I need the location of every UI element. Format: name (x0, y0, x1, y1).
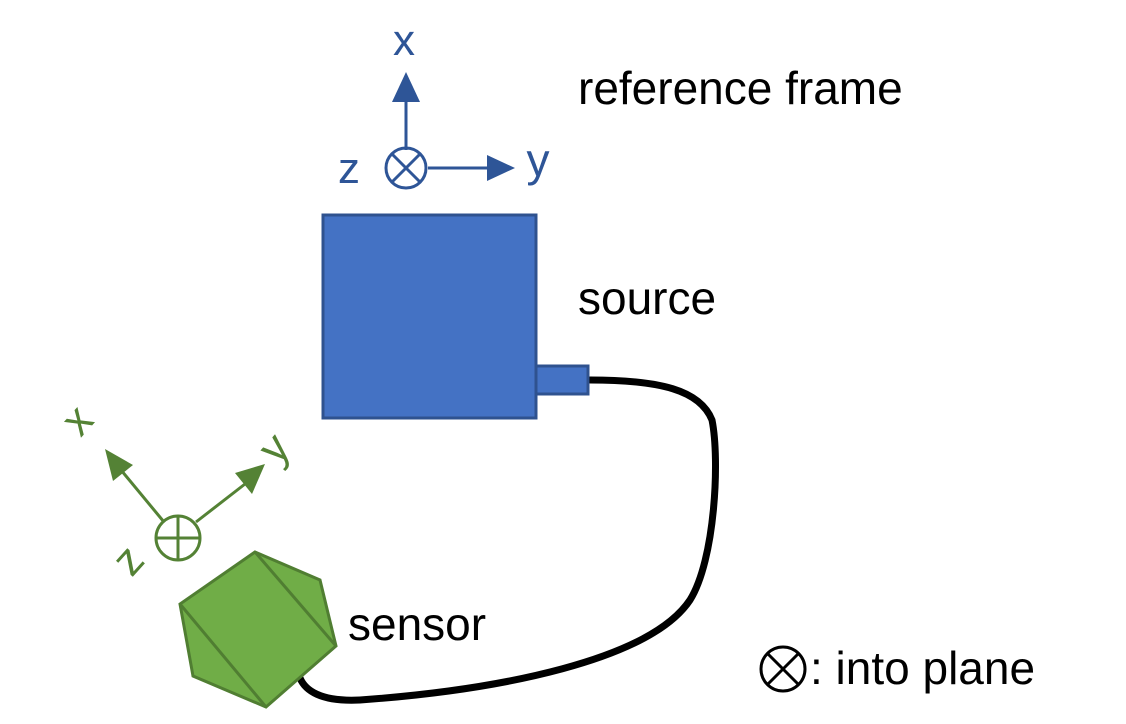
source-label: source (578, 272, 716, 324)
sensor-body (178, 550, 338, 709)
reference-z-into-plane-icon (384, 146, 428, 190)
reference-x-label: x (393, 16, 415, 65)
sensor-label: sensor (348, 598, 486, 650)
source-box (321, 213, 538, 420)
reference-x-arrowhead (392, 72, 420, 102)
reference-frame-label: reference frame (578, 62, 903, 114)
sensor-x-label: x (52, 396, 103, 445)
into-plane-legend-icon (759, 645, 807, 693)
into-plane-legend-label: : into plane (810, 642, 1035, 694)
sensor-z-into-plane-icon (154, 514, 202, 562)
cable (296, 376, 720, 704)
source-connector (534, 364, 590, 396)
reference-frame-axes: x y z (338, 16, 550, 193)
sensor-x-axis (119, 469, 166, 523)
sensor-y-label: y (249, 424, 300, 473)
sensor-z-label: z (103, 536, 154, 585)
reference-y-label: y (527, 134, 550, 186)
reference-y-arrowhead (487, 155, 515, 181)
reference-z-label: z (338, 144, 360, 193)
sensor-x-arrowhead (105, 449, 133, 481)
sensor-y-arrowhead (235, 464, 265, 494)
sensor-y-axis (195, 482, 246, 524)
